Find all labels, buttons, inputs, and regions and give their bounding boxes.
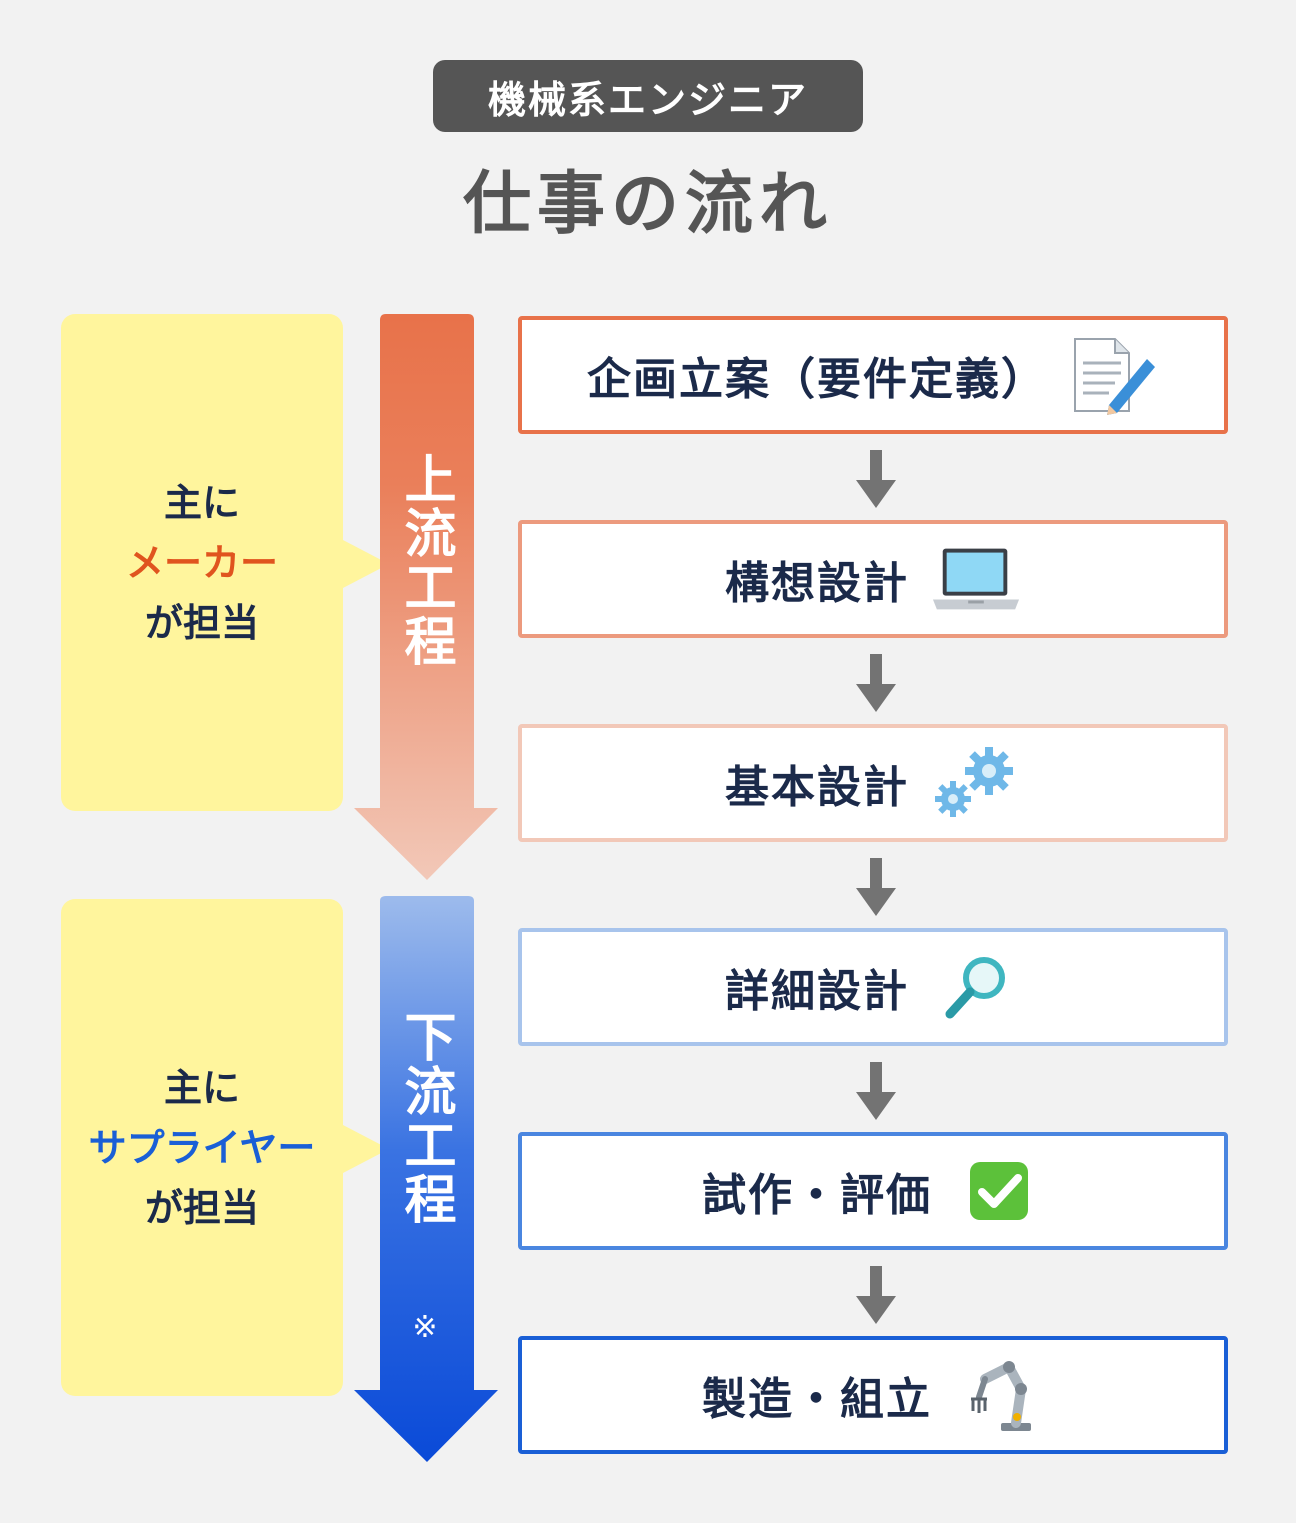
step-manufacturing-assembly-label: 製造・組立	[702, 1374, 932, 1425]
step-prototype-evaluation: 試作・評価	[518, 1132, 1228, 1250]
gears-icon	[931, 747, 1021, 818]
memo-pen-icon	[1069, 338, 1159, 415]
upstream-side-line3: が担当	[144, 600, 259, 645]
robot-arm-icon	[954, 1360, 1044, 1431]
downstream-arrow	[354, 896, 498, 1462]
downstream-side-line1: 主に	[163, 1065, 240, 1110]
step-manufacturing-assembly: 製造・組立	[518, 1336, 1228, 1454]
downstream-side-line3: が担当	[144, 1185, 259, 1230]
step-basic-design: 基本設計	[518, 724, 1228, 842]
connector-arrow-3	[856, 858, 896, 916]
process-arrows	[354, 314, 498, 1462]
downstream-note-mark: ※	[412, 1310, 438, 1345]
page-title: 仕事の流れ	[462, 165, 833, 244]
upstream-responsible-box: 主に メーカー が担当	[61, 314, 343, 811]
connector-arrow-5	[856, 1266, 896, 1324]
step-planning-label: 企画立案（要件定義）	[587, 354, 1047, 405]
connector-arrow-1	[856, 450, 896, 508]
magnifier-icon	[931, 952, 1021, 1022]
upstream-label: 上流工程	[376, 452, 474, 682]
step-concept-design-label: 構想設計	[725, 558, 909, 609]
step-detailed-design: 詳細設計	[518, 928, 1228, 1046]
step-basic-design-label: 基本設計	[725, 762, 909, 813]
downstream-responsible-box: 主に サプライヤー が担当	[61, 899, 343, 1396]
downstream-label-text: 下流工程	[395, 1010, 455, 1226]
upstream-arrow	[354, 314, 498, 880]
upstream-label-text: 上流工程	[395, 452, 455, 668]
laptop-icon	[931, 544, 1021, 614]
upstream-side-line1: 主に	[163, 480, 240, 525]
step-detailed-design-label: 詳細設計	[725, 966, 909, 1017]
step-prototype-evaluation-label: 試作・評価	[702, 1170, 932, 1221]
downstream-label: 下流工程	[376, 1010, 474, 1240]
downstream-side-supplier: サプライヤー	[88, 1125, 316, 1170]
step-planning: 企画立案（要件定義）	[518, 316, 1228, 434]
connector-arrow-2	[856, 654, 896, 712]
check-mark-icon	[954, 1156, 1044, 1226]
category-badge: 機械系エンジニア	[433, 60, 863, 132]
upstream-side-maker: メーカー	[125, 540, 278, 585]
step-concept-design: 構想設計	[518, 520, 1228, 638]
connector-arrow-4	[856, 1062, 896, 1120]
